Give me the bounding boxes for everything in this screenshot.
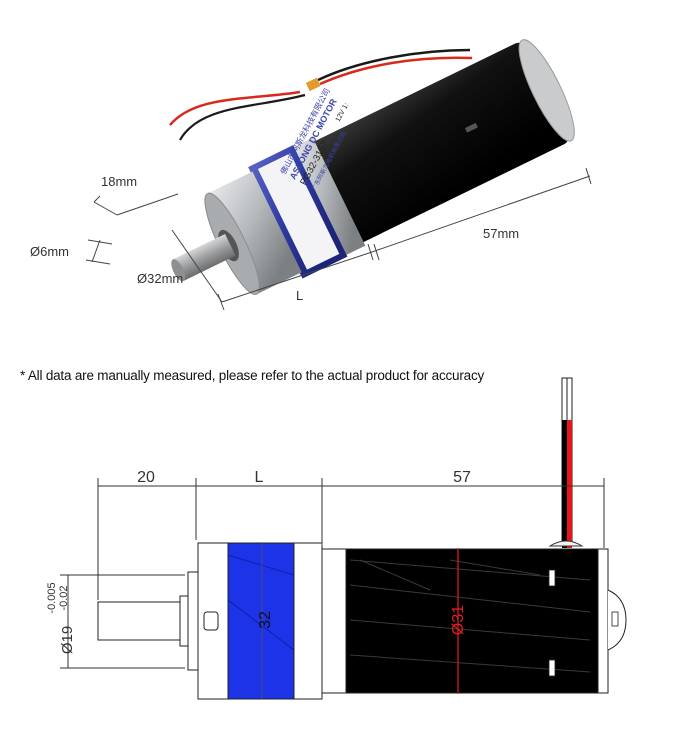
dim-tick-6b [85,259,111,265]
collar-drawing [293,542,323,700]
wire-red-drawing [567,420,572,548]
dim-line-L [221,251,373,303]
collar-photo [291,137,366,257]
shaft-tip-photo [171,259,186,282]
wire-grommet-drawing [548,540,584,547]
photo-dimension-lines [85,167,592,311]
dim-line-shaft-len [93,201,118,216]
dim-label-31: Ø31 [450,605,467,635]
motor-body-drawing [345,548,599,694]
gearbox-blue-band-drawing [227,542,295,700]
shaft-photo [172,233,236,281]
label-18mm: 18mm [101,174,137,189]
shaft-drawing [97,601,181,641]
red-wire [319,56,473,86]
motor-endcap-photo [518,39,575,142]
motor-hatch [349,559,591,673]
wire-sleeve [305,77,321,92]
dim-label-57: 57 [453,469,471,486]
endcap-drawing [597,548,609,694]
gearbox-plate-drawing [187,571,199,671]
wire-black-drawing [562,420,567,548]
dim-label-L: L [255,469,264,486]
shaft-dia-dimension [60,574,185,669]
top-dimension-lines [97,478,605,600]
gearbox-photo [207,171,302,295]
dim-tol-lower: -0.02 [58,585,70,610]
dim-tick-6a [87,239,113,245]
dim-tick-L-end [367,243,374,261]
dim-line-gearbox-dia [171,229,223,303]
technical-drawing: 20 L 57 32 Ø31 Ø19 -0.005 -0.02 [46,377,627,700]
dim-tick-57-end [585,167,592,185]
model-suffix-photo: 12V 1: [335,102,351,123]
red-wire-loop [169,90,301,126]
label-sticker-photo [257,153,340,270]
label-57mm: 57mm [483,226,519,241]
black-wire [317,48,471,82]
dim-tick-57-start [373,243,380,261]
dim-line-shaft-dia [91,239,101,263]
dim-tol-upper: -0.005 [46,582,58,613]
collar-step-drawing [321,548,347,694]
dim-label-32: 32 [257,611,274,629]
dim-tick-L-start [217,293,225,311]
dim-line-shaft-len-b [116,193,179,216]
black-wire-loop [179,93,306,141]
motor-vent-photo [464,122,478,133]
measurement-note: * All data are manually measured, please… [20,368,485,383]
blue-band-hatch [227,554,295,576]
dim-line-57 [371,175,591,253]
shaft-flange-drawing [179,595,189,647]
label-L-photo: L [296,288,303,303]
motor-slot-1 [548,569,556,587]
dim-label-19: Ø19 [59,626,76,654]
motor-body-photo [309,42,569,244]
dim-tick-18a [93,195,101,203]
blue-band-hatch-2 [227,599,295,651]
label-6mm: Ø6mm [30,244,69,259]
endcap-boss-drawing [611,611,619,627]
motor-photo: 佛山市阿斯龙科技有限公司 ASLONG DC MOTOR PG32-3157 1… [30,39,592,311]
label-32mm: Ø32mm [137,271,183,286]
motor-slot-2 [548,659,556,677]
dim-label-20: 20 [137,469,155,486]
gearbox-screw-drawing [203,611,219,631]
